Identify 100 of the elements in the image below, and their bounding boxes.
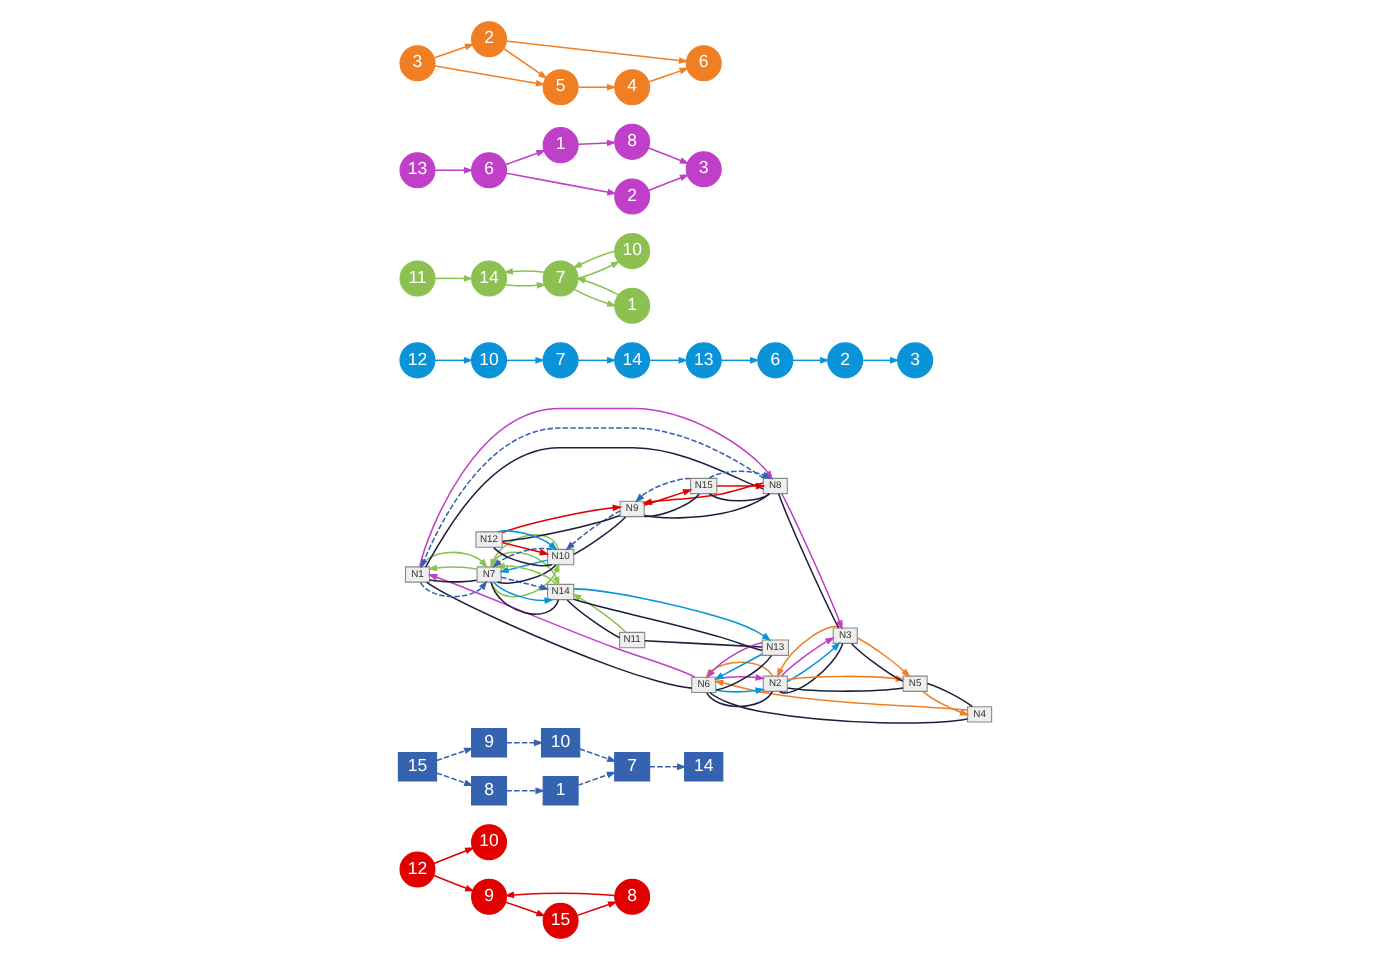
arrow xyxy=(776,625,842,678)
node-circle: 14 xyxy=(614,342,651,379)
arrow xyxy=(496,530,558,551)
arrow xyxy=(419,551,488,569)
node-circle: 10 xyxy=(614,233,651,270)
arrow xyxy=(436,747,474,762)
connector xyxy=(644,639,763,648)
arrow xyxy=(577,83,617,91)
connector xyxy=(501,514,621,542)
arrow xyxy=(501,504,623,534)
arrow xyxy=(505,787,546,795)
node-circle: 6 xyxy=(685,45,722,82)
arrow xyxy=(861,357,900,364)
connector xyxy=(709,691,969,724)
arrow xyxy=(715,687,766,695)
connector xyxy=(490,581,560,615)
arrow xyxy=(505,172,617,196)
node-box: 8 xyxy=(471,776,508,806)
arrow xyxy=(643,489,693,507)
node-box: 1 xyxy=(542,776,579,806)
arrow xyxy=(577,357,617,364)
arrow xyxy=(708,470,772,480)
arrow xyxy=(577,260,621,280)
connector xyxy=(786,687,904,692)
node-circle: 3 xyxy=(399,45,436,82)
connector xyxy=(778,642,844,694)
node-circle: 10 xyxy=(471,824,508,861)
arrow xyxy=(648,67,690,83)
arrow xyxy=(427,564,478,572)
arrow xyxy=(573,288,617,307)
connector xyxy=(643,493,700,518)
arrow xyxy=(434,357,474,364)
arrow xyxy=(434,65,546,87)
node-circle: 1 xyxy=(614,287,651,324)
connector xyxy=(643,493,771,519)
arrow xyxy=(720,357,760,364)
node-box: 9 xyxy=(471,728,508,758)
node-circle: 12 xyxy=(399,851,436,888)
arrow xyxy=(419,580,488,598)
arrow xyxy=(642,482,764,506)
arrow xyxy=(493,581,555,604)
node-circle: 3 xyxy=(685,151,722,188)
arrow xyxy=(505,150,546,166)
arrow xyxy=(565,510,621,551)
arrow xyxy=(647,174,690,192)
connector xyxy=(926,682,973,708)
node-box: 15 xyxy=(397,752,438,782)
node-circle: 3 xyxy=(897,342,934,379)
node-box: 10 xyxy=(540,728,581,758)
arrow xyxy=(505,357,546,364)
arrow xyxy=(577,771,617,786)
connector xyxy=(573,516,627,556)
node-circle: 5 xyxy=(542,69,579,106)
node-circle: 12 xyxy=(399,342,436,379)
node-box: 7 xyxy=(614,752,651,782)
arrow xyxy=(634,477,691,503)
arrow xyxy=(427,574,696,678)
arrow xyxy=(921,690,970,716)
arrow xyxy=(505,901,547,917)
arrow xyxy=(434,166,474,174)
node-circle: 8 xyxy=(614,123,651,160)
node-circle: 1 xyxy=(542,127,579,164)
arrow xyxy=(505,739,544,747)
node-circle: 13 xyxy=(399,152,436,189)
arrow xyxy=(713,653,763,680)
arrow xyxy=(647,147,690,164)
arrow xyxy=(648,763,687,771)
node-circle: 6 xyxy=(471,152,508,189)
arrow xyxy=(792,357,830,364)
arrow xyxy=(576,901,618,917)
arrow xyxy=(434,275,474,282)
node-circle: 7 xyxy=(542,260,579,297)
arrow xyxy=(433,874,475,892)
arrow xyxy=(433,847,475,865)
node-circle: 10 xyxy=(471,342,508,379)
arrow xyxy=(503,47,548,80)
node-circle: 2 xyxy=(614,178,651,215)
connector xyxy=(715,654,773,691)
arrow xyxy=(713,679,969,711)
connector xyxy=(428,579,478,583)
node-circle: 2 xyxy=(471,21,508,58)
node-circle: 11 xyxy=(399,260,436,297)
node-box: 14 xyxy=(684,752,724,782)
arrow xyxy=(715,674,766,681)
arrow xyxy=(579,748,617,762)
arrow xyxy=(856,637,911,678)
node-circle: 15 xyxy=(542,902,579,939)
arrow xyxy=(436,772,474,786)
arrow xyxy=(433,43,475,59)
node-circle: 6 xyxy=(757,342,794,379)
arrow xyxy=(716,482,766,490)
node-circle: 13 xyxy=(685,342,722,379)
arrow xyxy=(504,282,547,289)
node-circle: 4 xyxy=(614,69,651,106)
arrow xyxy=(575,277,620,296)
arrow xyxy=(573,588,772,642)
arrow xyxy=(503,268,545,275)
arrow xyxy=(505,40,689,64)
node-circle: 9 xyxy=(471,878,508,915)
node-circle: 8 xyxy=(614,878,651,915)
